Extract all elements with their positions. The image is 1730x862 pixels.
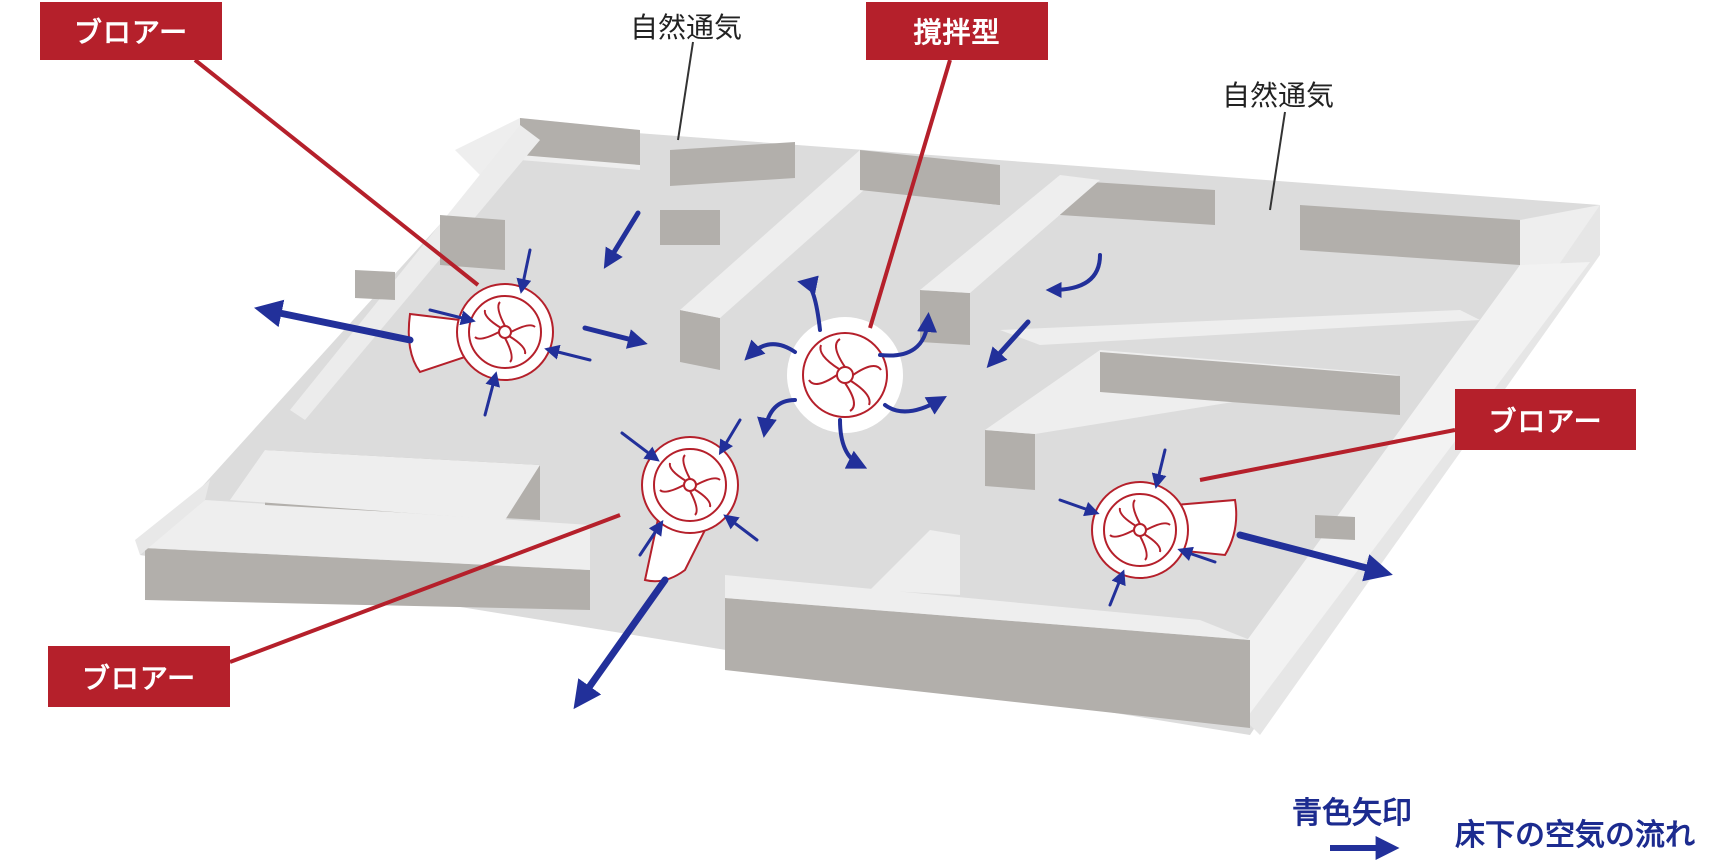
legend-description: 床下の空気の流れ: [1455, 810, 1695, 854]
blower-label-top-left: ブロアー: [40, 2, 222, 60]
blower-label-right: ブロアー: [1455, 389, 1636, 450]
natural-vent-label: 自然通気: [1222, 74, 1334, 114]
leader-natural-vent-1: [678, 42, 693, 140]
stirrer-fan-icon: [803, 333, 887, 417]
natural-vent-label: 自然通気: [630, 6, 742, 46]
blower-label-bottom-left: ブロアー: [48, 646, 230, 707]
leader-blower-top-left: [195, 60, 478, 285]
stirrer-label: 撹拌型: [866, 2, 1048, 60]
legend-title: 青色矢印: [1292, 788, 1412, 832]
